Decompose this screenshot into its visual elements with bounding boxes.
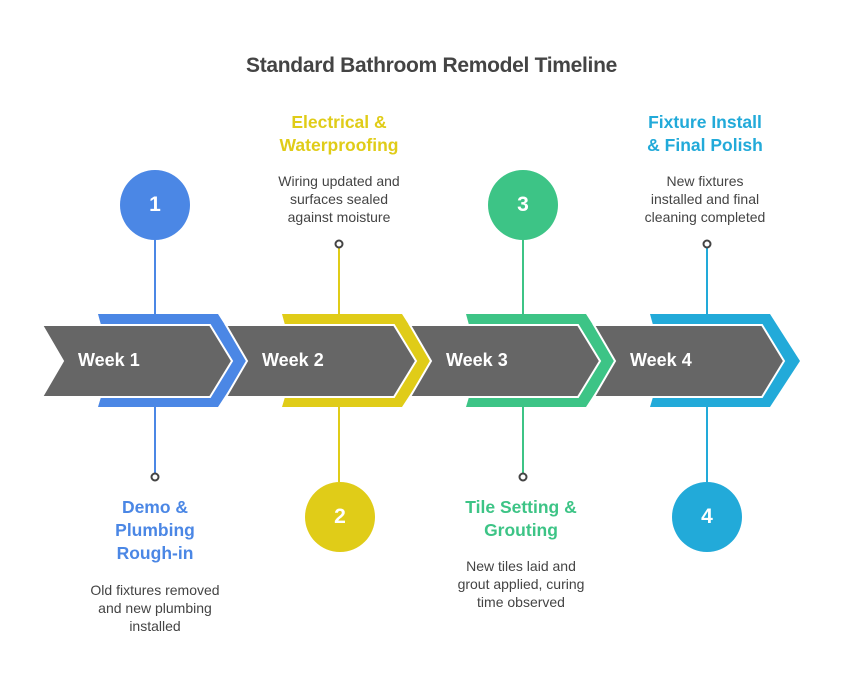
step-circle-2 [305, 482, 375, 552]
step-number-1: 1 [149, 193, 161, 216]
desc-line: time observed [477, 594, 565, 610]
week-label-1: Week 1 [78, 350, 140, 370]
desc-line: cleaning completed [644, 209, 766, 225]
chevron-week-3 [408, 324, 602, 398]
heading-line: Waterproofing [279, 135, 399, 155]
desc-line: installed [129, 618, 181, 634]
desc-line: installed and final [650, 191, 760, 207]
step-description-3: New tiles laid and grout applied, curing… [436, 557, 606, 611]
desc-line: Old fixtures removed [90, 582, 220, 598]
chevron-week-1 [40, 324, 234, 398]
step-description-2: Wiring updated and surfaces sealed again… [254, 172, 424, 226]
step-number-2: 2 [334, 505, 346, 528]
chevron-week-2 [224, 324, 418, 398]
heading-line: Electrical & [291, 112, 387, 132]
step-3-graphic [408, 170, 616, 482]
desc-line: and new plumbing [98, 600, 212, 616]
connector-dot-icon [518, 472, 528, 482]
step-number-4: 4 [701, 505, 713, 528]
step-4-graphic [592, 239, 800, 552]
heading-line: Rough-in [116, 543, 194, 563]
week-label-4: Week 4 [630, 350, 692, 370]
step-heading-1: Demo & Plumbing Rough-in [70, 496, 240, 565]
step-description-4: New fixtures installed and final cleanin… [620, 172, 790, 226]
diagram-title: Standard Bathroom Remodel Timeline [246, 54, 617, 77]
connector-dot-icon [334, 239, 344, 249]
heading-line: Demo & [121, 497, 189, 517]
desc-line: against moisture [287, 209, 391, 225]
week-label-2: Week 2 [262, 350, 324, 370]
step-heading-2: Electrical & Waterproofing [254, 111, 424, 157]
desc-line: New tiles laid and [466, 558, 576, 574]
heading-line: Tile Setting & [465, 497, 577, 517]
desc-line: grout applied, curing [457, 576, 585, 592]
connector-dot-icon [702, 239, 712, 249]
heading-line: & Final Polish [647, 135, 763, 155]
step-circle-3 [488, 170, 558, 240]
step-1-graphic [40, 170, 248, 482]
heading-line: Plumbing [115, 520, 195, 540]
heading-line: Grouting [484, 520, 558, 540]
desc-line: Wiring updated and [278, 173, 400, 189]
step-number-3: 3 [517, 193, 529, 216]
step-description-1: Old fixtures removed and new plumbing in… [70, 581, 240, 635]
step-2-graphic [224, 239, 432, 552]
step-heading-3: Tile Setting & Grouting [436, 496, 606, 542]
chevron-week-4 [592, 324, 786, 398]
week-label-3: Week 3 [446, 350, 508, 370]
connector-dot-icon [150, 472, 160, 482]
desc-line: surfaces sealed [289, 191, 389, 207]
desc-line: New fixtures [666, 173, 744, 189]
step-circle-1 [120, 170, 190, 240]
step-heading-4: Fixture Install & Final Polish [620, 111, 790, 157]
step-circle-4 [672, 482, 742, 552]
heading-line: Fixture Install [648, 112, 762, 132]
